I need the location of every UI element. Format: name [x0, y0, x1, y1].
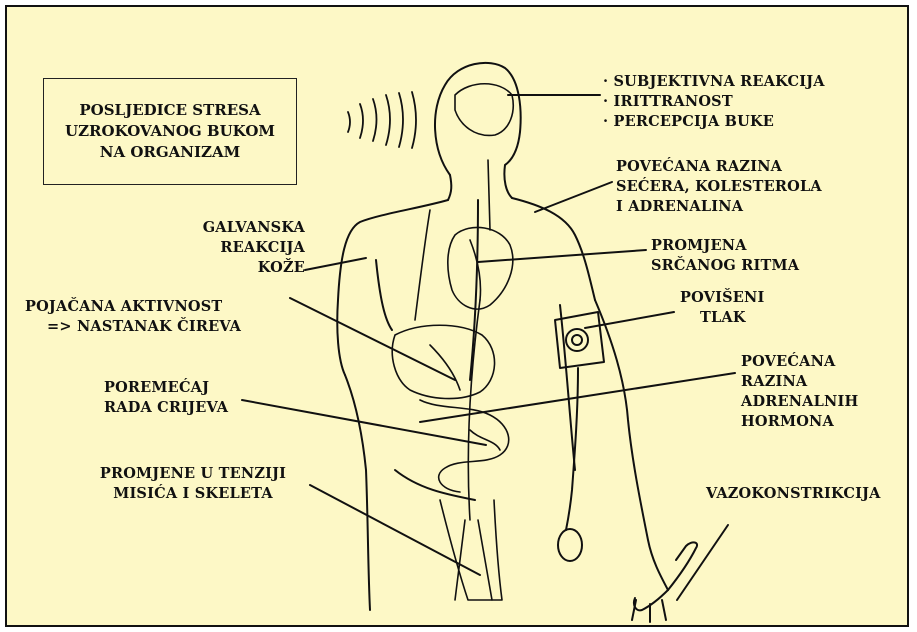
label-muscle-tension: PROMJENE U TENZIJI MISIĆA I SKELETA	[86, 464, 300, 504]
label-line: SRČANOG RITMA	[651, 256, 799, 276]
label-ulcer: POJAČANA AKTIVNOST => NASTANAK ČIREVA	[25, 297, 241, 337]
label-blood-pressure: POVIŠENI TLAK	[680, 288, 764, 328]
label-line: REAKCIJA	[165, 238, 305, 258]
label-line: PROMJENA	[651, 236, 799, 256]
label-adrenal-hormones: POVEĆANA RAZINA ADRENALNIH HORMONA	[741, 352, 858, 432]
label-line: GALVANSKA	[165, 218, 305, 238]
label-line: SEĆERA, KOLESTEROLA	[616, 177, 822, 197]
label-bowel: POREMEĆAJ RADA CRIJEVA	[104, 378, 228, 418]
label-line: TLAK	[680, 308, 764, 328]
label-line: ADRENALNIH	[741, 392, 858, 412]
label-line: POVIŠENI	[680, 288, 764, 308]
label-line: POJAČANA AKTIVNOST	[25, 297, 241, 317]
label-line: POVEĆANA RAZINA	[616, 157, 822, 177]
label-sugar-level: POVEĆANA RAZINA SEĆERA, KOLESTEROLA I AD…	[616, 157, 822, 217]
title-line-2: UZROKOVANOG BUKOM	[65, 121, 275, 142]
label-line: POREMEĆAJ	[104, 378, 228, 398]
label-line: · SUBJEKTIVNA REAKCIJA	[603, 72, 825, 92]
label-line: POVEĆANA	[741, 352, 858, 372]
label-line: PROMJENE U TENZIJI	[86, 464, 300, 484]
title-box: POSLJEDICE STRESA UZROKOVANOG BUKOM NA O…	[43, 78, 297, 185]
label-line: RADA CRIJEVA	[104, 398, 228, 418]
sound-waves	[348, 92, 416, 148]
internal-organs	[392, 84, 513, 600]
title-line-3: NA ORGANIZAM	[100, 142, 240, 163]
label-skin-reaction: GALVANSKA REAKCIJA KOŽE	[165, 218, 305, 278]
body-outline	[337, 63, 697, 622]
pressure-cuff	[555, 312, 604, 561]
label-line: => NASTANAK ČIREVA	[25, 317, 241, 337]
label-line: RAZINA	[741, 372, 858, 392]
label-line: · IRITTRANOST	[603, 92, 825, 112]
label-head-reactions: · SUBJEKTIVNA REAKCIJA · IRITTRANOST · P…	[603, 72, 825, 132]
title-line-1: POSLJEDICE STRESA	[79, 100, 260, 121]
label-line: · PERCEPCIJA BUKE	[603, 112, 825, 132]
label-line: MISIĆA I SKELETA	[86, 484, 300, 504]
label-heart-rhythm: PROMJENA SRČANOG RITMA	[651, 236, 799, 276]
label-line: HORMONA	[741, 412, 858, 432]
label-line: I ADRENALINA	[616, 197, 822, 217]
label-line: KOŽE	[165, 258, 305, 278]
label-line: VAZOKONSTRIKCIJA	[706, 484, 881, 504]
label-vasoconstriction: VAZOKONSTRIKCIJA	[706, 484, 881, 504]
